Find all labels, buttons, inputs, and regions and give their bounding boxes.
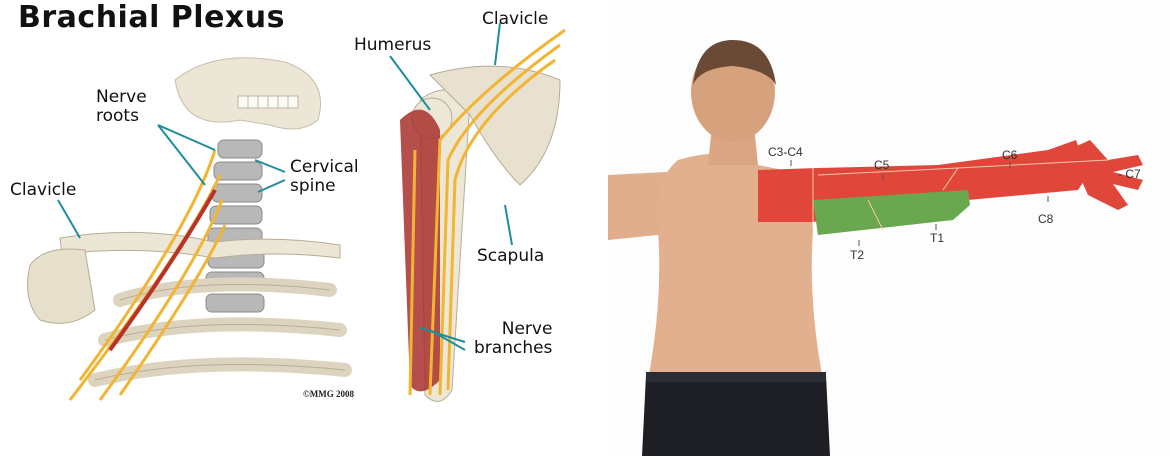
label-scapula: Scapula	[477, 247, 544, 266]
label-humerus: Humerus	[354, 36, 431, 55]
dermatome-c7-label: - C7	[1118, 167, 1141, 181]
anatomy-drawing	[0, 0, 600, 456]
dermatome-map: C3-C4 C5 C6 - C7 C8 T1 T2	[608, 0, 1170, 456]
label-clavicle-left: Clavicle	[10, 181, 76, 200]
dermatome-c8-label: C8	[1038, 212, 1053, 226]
dermatome-c3-c4-label: C3-C4	[768, 145, 803, 159]
dermatome-c6-label: C6	[1002, 148, 1017, 162]
label-nerve-roots: Nerve roots	[96, 88, 147, 126]
dermatome-t1-label: T1	[930, 231, 944, 245]
brachial-plexus-illustration: Brachial Plexus Nerve roots Clavicle Cer…	[0, 0, 600, 456]
dermatome-t2-label: T2	[850, 248, 864, 262]
back-figure	[608, 0, 1170, 456]
label-clavicle-right: Clavicle	[482, 10, 548, 29]
label-nerve-branches: Nerve branches	[474, 320, 552, 358]
dermatome-c5-label: C5	[874, 158, 889, 172]
label-cervical-spine: Cervical spine	[290, 158, 359, 196]
copyright-mark: ©MMG 2008	[303, 389, 354, 399]
diagram-title: Brachial Plexus	[18, 0, 285, 35]
